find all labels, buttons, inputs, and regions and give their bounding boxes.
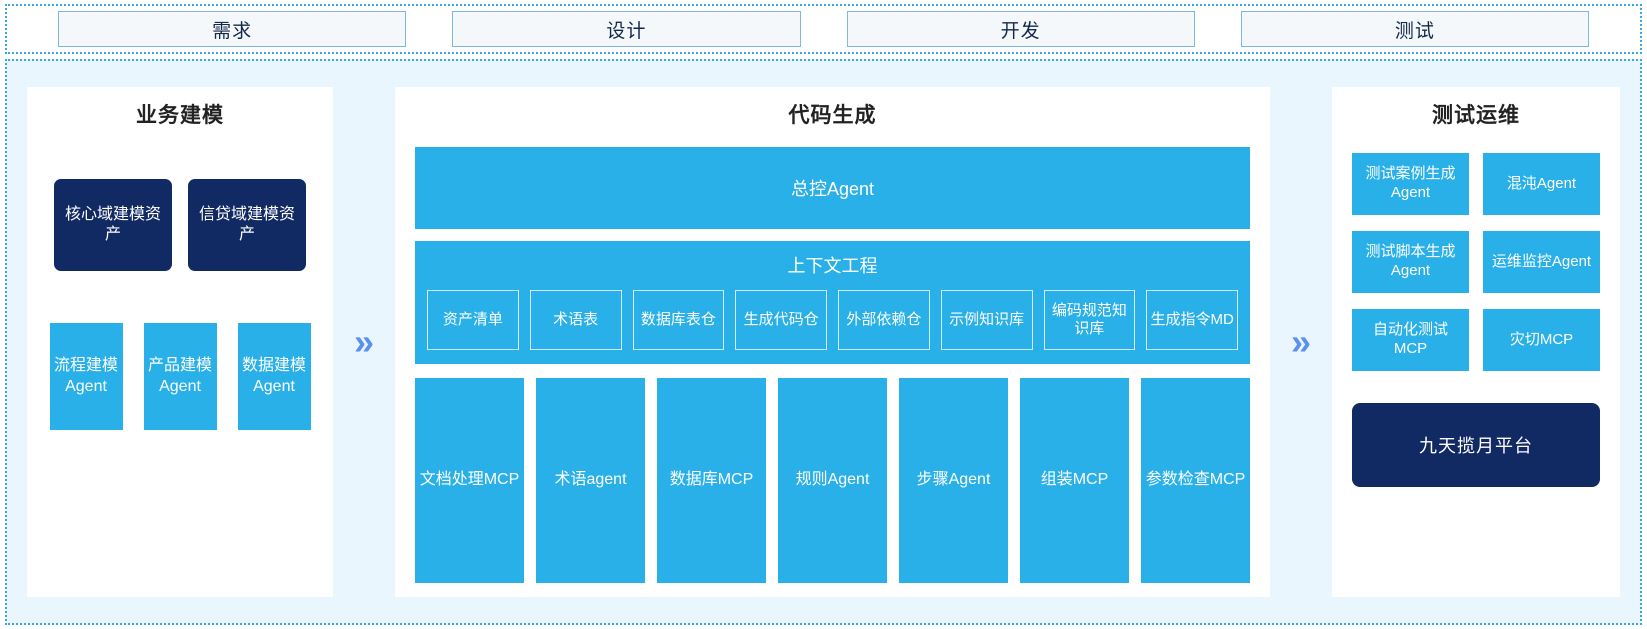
context-item-row: 资产清单 术语表 数据库表仓 生成代码仓 外部依赖仓 (427, 290, 1238, 350)
context-item-label: 术语表 (553, 311, 599, 328)
agent-card-product-modeling[interactable]: 产品建模Agent (143, 323, 217, 430)
context-item-label: 生成指令MD (1150, 311, 1234, 328)
card-label: 混沌Agent (1506, 174, 1577, 192)
card-operations-monitoring-agent[interactable]: 运维监控Agent (1483, 231, 1600, 293)
chevron-right-icon-left: » (333, 87, 395, 597)
agent-card-process-modeling[interactable]: 流程建模Agent (49, 323, 123, 430)
card-label: 自动化测试MCP (1372, 321, 1448, 357)
panel-code-generation: 代码生成 总控Agent 上下文工程 资产清单 术语表 (395, 87, 1270, 597)
panel-business-modeling: 业务建模 核心域建模资产 信贷域建模资产 流程建模Agent 产品建模Agen (27, 87, 333, 597)
card-label: 测试案例生成Agent (1365, 165, 1456, 201)
architecture-main-frame: 业务建模 核心域建模资产 信贷域建模资产 流程建模Agent 产品建模Agen (5, 59, 1642, 625)
card-label: 运维监控Agent (1491, 252, 1592, 270)
context-item-glossary[interactable]: 术语表 (529, 290, 622, 350)
tool-card-label: 组装MCP (1040, 471, 1109, 489)
card-label: 灾切MCP (1509, 330, 1574, 348)
context-item-label: 外部依赖仓 (846, 311, 922, 328)
agent-card-data-modeling[interactable]: 数据建模Agent (237, 323, 311, 430)
phase-tab-development[interactable]: 开发 (846, 11, 1195, 47)
tool-card-label: 文档处理MCP (419, 471, 520, 489)
context-engineering-block: 上下文工程 资产清单 术语表 数据库表仓 生成代码仓 (415, 241, 1250, 364)
tool-card-label: 规则Agent (795, 471, 870, 489)
panel-title-code-generation: 代码生成 (788, 104, 877, 127)
tool-card-label: 步骤Agent (916, 471, 991, 489)
context-item-label: 数据库表仓 (640, 311, 716, 328)
agent-card-label: 流程建模Agent (53, 356, 118, 395)
context-item-label: 编码规范知识库 (1051, 302, 1127, 337)
phase-tab-label: 开发 (1000, 20, 1041, 42)
phase-tab-requirements[interactable]: 需求 (58, 11, 407, 47)
card-label: 测试脚本生成Agent (1365, 243, 1456, 279)
context-item-label: 示例知识库 (949, 311, 1025, 328)
context-item-label: 资产清单 (442, 311, 503, 328)
platform-card-label: 九天揽月平台 (1419, 436, 1533, 456)
chevron-glyph: » (1290, 321, 1312, 362)
agent-card-label: 产品建模Agent (147, 356, 212, 395)
context-item-db-table-repo[interactable]: 数据库表仓 (632, 290, 725, 350)
tool-card-label: 数据库MCP (669, 471, 754, 489)
context-item-label: 生成代码仓 (743, 311, 819, 328)
context-item-example-knowledge-base[interactable]: 示例知识库 (940, 290, 1033, 350)
context-engineering-title: 上下文工程 (787, 256, 878, 276)
panel-test-operations: 测试运维 测试案例生成Agent 混沌Agent 测试脚本生成Agent 运维监… (1332, 87, 1620, 597)
card-test-case-generation-agent[interactable]: 测试案例生成Agent (1352, 153, 1469, 215)
panel-title-test-operations: 测试运维 (1432, 104, 1520, 127)
tool-card-label: 参数检查MCP (1145, 471, 1246, 489)
context-item-coding-standard-knowledge-base[interactable]: 编码规范知识库 (1043, 290, 1136, 350)
context-item-external-dependency-repo[interactable]: 外部依赖仓 (838, 290, 930, 350)
chevron-glyph: » (353, 321, 375, 362)
card-chaos-agent[interactable]: 混沌Agent (1483, 153, 1600, 215)
asset-card-label: 核心域建模资产 (64, 205, 161, 243)
test-operations-card-grid: 测试案例生成Agent 混沌Agent 测试脚本生成Agent 运维监控Agen… (1352, 153, 1600, 371)
master-control-agent-bar[interactable]: 总控Agent (415, 147, 1250, 229)
asset-card-row: 核心域建模资产 信贷域建模资产 (54, 179, 306, 271)
panel-title-business-modeling: 业务建模 (136, 104, 224, 127)
business-modeling-body: 核心域建模资产 信贷域建模资产 流程建模Agent 产品建模Agent 数据建模… (27, 135, 333, 597)
context-item-asset-list[interactable]: 资产清单 (427, 290, 519, 350)
chevron-right-icon-right: » (1270, 87, 1332, 597)
asset-card-label: 信贷域建模资产 (198, 205, 295, 243)
tool-card-rule-agent[interactable]: 规则Agent (778, 378, 887, 583)
platform-card-jiutian[interactable]: 九天揽月平台 (1352, 403, 1600, 487)
tool-card-glossary-agent[interactable]: 术语agent (536, 378, 645, 583)
code-generation-body: 总控Agent 上下文工程 资产清单 术语表 数据库表仓 (395, 135, 1270, 597)
asset-card-core-domain[interactable]: 核心域建模资产 (54, 179, 172, 271)
tool-card-parameter-check-mcp[interactable]: 参数检查MCP (1141, 378, 1250, 583)
context-item-generated-code-repo[interactable]: 生成代码仓 (735, 290, 827, 350)
tool-card-row: 文档处理MCP 术语agent 数据库MCP 规则Agent 步骤Agent (415, 378, 1250, 583)
phase-tab-label: 需求 (212, 20, 253, 42)
phase-tab-testing[interactable]: 测试 (1240, 11, 1589, 47)
phase-bar: 需求 设计 开发 测试 (5, 4, 1642, 54)
card-automated-test-mcp[interactable]: 自动化测试MCP (1352, 309, 1469, 371)
agent-card-label: 数据建模Agent (241, 356, 306, 395)
context-item-generation-instruction-md[interactable]: 生成指令MD (1146, 290, 1238, 350)
phase-tab-design[interactable]: 设计 (452, 11, 801, 47)
tool-card-database-mcp[interactable]: 数据库MCP (657, 378, 766, 583)
card-test-script-generation-agent[interactable]: 测试脚本生成Agent (1352, 231, 1469, 293)
phase-tab-label: 测试 (1394, 20, 1435, 42)
test-operations-body: 测试案例生成Agent 混沌Agent 测试脚本生成Agent 运维监控Agen… (1332, 135, 1620, 597)
tool-card-label: 术语agent (554, 471, 627, 489)
master-control-agent-label: 总控Agent (790, 179, 875, 199)
phase-tab-label: 设计 (606, 20, 647, 42)
card-disaster-switch-mcp[interactable]: 灾切MCP (1483, 309, 1600, 371)
modeling-agent-row: 流程建模Agent 产品建模Agent 数据建模Agent (49, 323, 311, 430)
asset-card-credit-domain[interactable]: 信贷域建模资产 (188, 179, 306, 271)
tool-card-assembly-mcp[interactable]: 组装MCP (1020, 378, 1129, 583)
tool-card-document-processing-mcp[interactable]: 文档处理MCP (415, 378, 524, 583)
tool-card-step-agent[interactable]: 步骤Agent (899, 378, 1008, 583)
